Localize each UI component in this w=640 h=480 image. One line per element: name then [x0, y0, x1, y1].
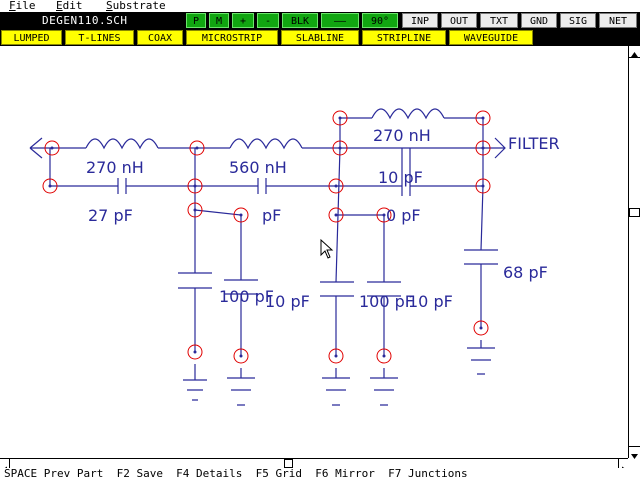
inp-button[interactable]: INP — [402, 13, 438, 28]
rotate-90-button[interactable]: 90° — [362, 13, 398, 28]
vertical-scroll-thumb[interactable] — [629, 208, 640, 217]
plus-button[interactable]: + — [232, 13, 254, 28]
p-button[interactable]: P — [186, 13, 206, 28]
tab-lumped[interactable]: LUMPED — [1, 30, 62, 45]
input-port-symbol — [29, 137, 52, 159]
menu-file[interactable]: File — [9, 0, 36, 12]
net-button[interactable]: NET — [599, 13, 637, 28]
tab-t-lines[interactable]: T-LINES — [65, 30, 134, 45]
capacitor-c5 — [178, 272, 212, 289]
line-button[interactable]: —— — [321, 13, 359, 28]
schematic-canvas[interactable]: 270 nH 560 nH 270 nH 27 pF pF 10 pF 0 pF… — [0, 46, 628, 458]
ground-1 — [183, 364, 207, 401]
inductor-l3 — [371, 108, 445, 120]
inductor-l1 — [85, 138, 159, 150]
ground-5 — [467, 340, 495, 375]
minus-button[interactable]: - — [257, 13, 279, 28]
capacitor-c2 — [257, 178, 267, 194]
tab-slabline[interactable]: SLABLINE — [281, 30, 359, 45]
label-l2: 560 nH — [229, 158, 287, 177]
node-markers — [42, 110, 491, 364]
scroll-down-button[interactable] — [629, 446, 640, 459]
capacitor-c9 — [464, 249, 498, 265]
mouse-cursor-icon — [320, 238, 334, 259]
vertical-scrollbar[interactable] — [628, 46, 640, 459]
label-l1: 270 nH — [86, 158, 144, 177]
txt-button[interactable]: TXT — [480, 13, 518, 28]
scroll-up-button[interactable] — [629, 46, 640, 58]
label-c7: 100 pF — [359, 292, 414, 311]
ground-4 — [370, 368, 398, 406]
window-title: DEGEN110.SCH — [42, 14, 128, 27]
menu-edit[interactable]: Edit — [56, 0, 83, 12]
label-c6: 10 pF — [265, 292, 310, 311]
label-l3: 270 nH — [373, 126, 431, 145]
ground-2 — [227, 368, 255, 406]
tab-waveguide[interactable]: WAVEGUIDE — [449, 30, 533, 45]
inductor-l2 — [229, 138, 303, 150]
horizontal-scroll-thumb[interactable] — [284, 459, 293, 468]
tab-coax[interactable]: COAX — [137, 30, 183, 45]
tab-stripline[interactable]: STRIPLINE — [362, 30, 446, 45]
output-port-symbol — [483, 137, 506, 159]
label-c5: 100 pF — [219, 287, 274, 306]
capacitor-c1 — [117, 178, 127, 194]
menu-substrate[interactable]: Substrate — [106, 0, 166, 12]
ground-3 — [322, 368, 350, 406]
gnd-button[interactable]: GND — [521, 13, 557, 28]
label-c8: 10 pF — [408, 292, 453, 311]
label-c3: 10 pF — [378, 168, 423, 187]
label-c4: 0 pF — [386, 206, 421, 225]
capacitor-c7 — [320, 281, 354, 297]
out-button[interactable]: OUT — [441, 13, 477, 28]
sig-button[interactable]: SIG — [560, 13, 596, 28]
schematic-drawing — [29, 108, 506, 406]
label-c2: pF — [262, 206, 282, 225]
tab-microstrip[interactable]: MICROSTRIP — [186, 30, 278, 45]
menu-bar: File Edit Substrate — [0, 0, 640, 12]
status-bar: SPACE Prev Part F2 Save F4 Details F5 Gr… — [0, 468, 640, 480]
label-filter: FILTER — [508, 134, 560, 153]
scroll-right-button[interactable] — [618, 459, 628, 473]
blk-button[interactable]: BLK — [282, 13, 318, 28]
label-c1: 27 pF — [88, 206, 133, 225]
label-c9: 68 pF — [503, 263, 548, 282]
m-button[interactable]: M — [209, 13, 229, 28]
